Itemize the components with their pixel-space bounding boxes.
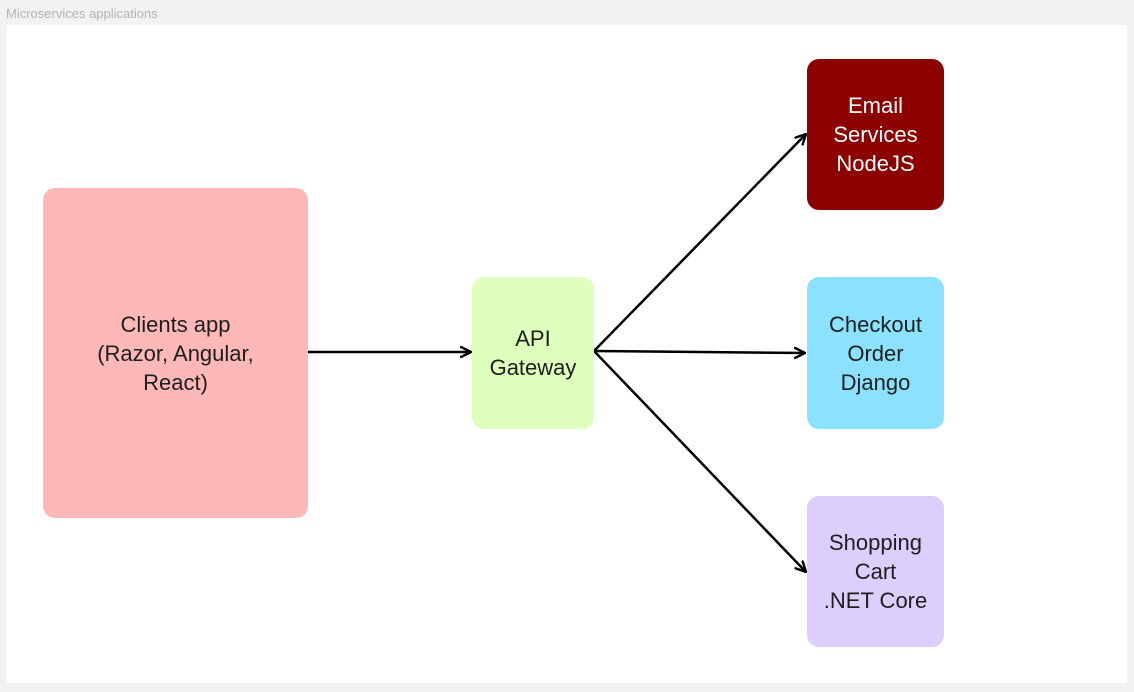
node-email-services-label: Email Services NodeJS: [833, 93, 918, 176]
node-shopping-cart-label: Shopping Cart .NET Core: [823, 530, 928, 613]
node-email-services[interactable]: Email Services NodeJS: [807, 59, 944, 210]
node-checkout-order[interactable]: Checkout Order Django: [807, 277, 944, 429]
node-api-gateway-label: API Gateway: [489, 326, 577, 380]
node-clients-app-label: Clients app (Razor, Angular, React): [97, 311, 254, 395]
frame-title: Microservices applications: [6, 6, 158, 21]
node-api-gateway[interactable]: API Gateway: [472, 277, 594, 429]
node-clients-app[interactable]: Clients app (Razor, Angular, React): [43, 188, 308, 518]
node-checkout-order-label: Checkout Order Django: [829, 311, 922, 395]
node-shopping-cart[interactable]: Shopping Cart .NET Core: [807, 496, 944, 647]
